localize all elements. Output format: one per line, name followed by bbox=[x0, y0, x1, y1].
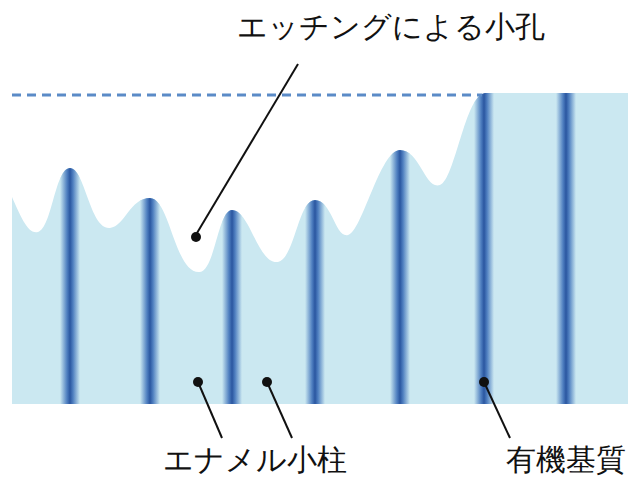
enamel-rods bbox=[60, 90, 576, 410]
rod bbox=[140, 90, 160, 410]
rod bbox=[390, 90, 410, 410]
part-label: エナメル小柱 bbox=[163, 443, 347, 476]
rod bbox=[222, 90, 242, 410]
leader-dot bbox=[193, 377, 203, 387]
leader-line bbox=[484, 382, 510, 438]
leader-line bbox=[267, 382, 292, 438]
part-label: 有機基質 bbox=[506, 443, 626, 476]
original-surface-line bbox=[12, 94, 482, 97]
rod bbox=[305, 90, 325, 410]
rod bbox=[474, 90, 494, 410]
rod bbox=[556, 90, 576, 410]
leader-dot bbox=[191, 232, 201, 242]
leader-line bbox=[198, 382, 222, 438]
leader-dot bbox=[262, 377, 272, 387]
callout-label: エッチングによる小孔 bbox=[237, 10, 545, 43]
leader-line bbox=[197, 64, 298, 233]
rod bbox=[60, 90, 80, 410]
leader-dot bbox=[479, 377, 489, 387]
